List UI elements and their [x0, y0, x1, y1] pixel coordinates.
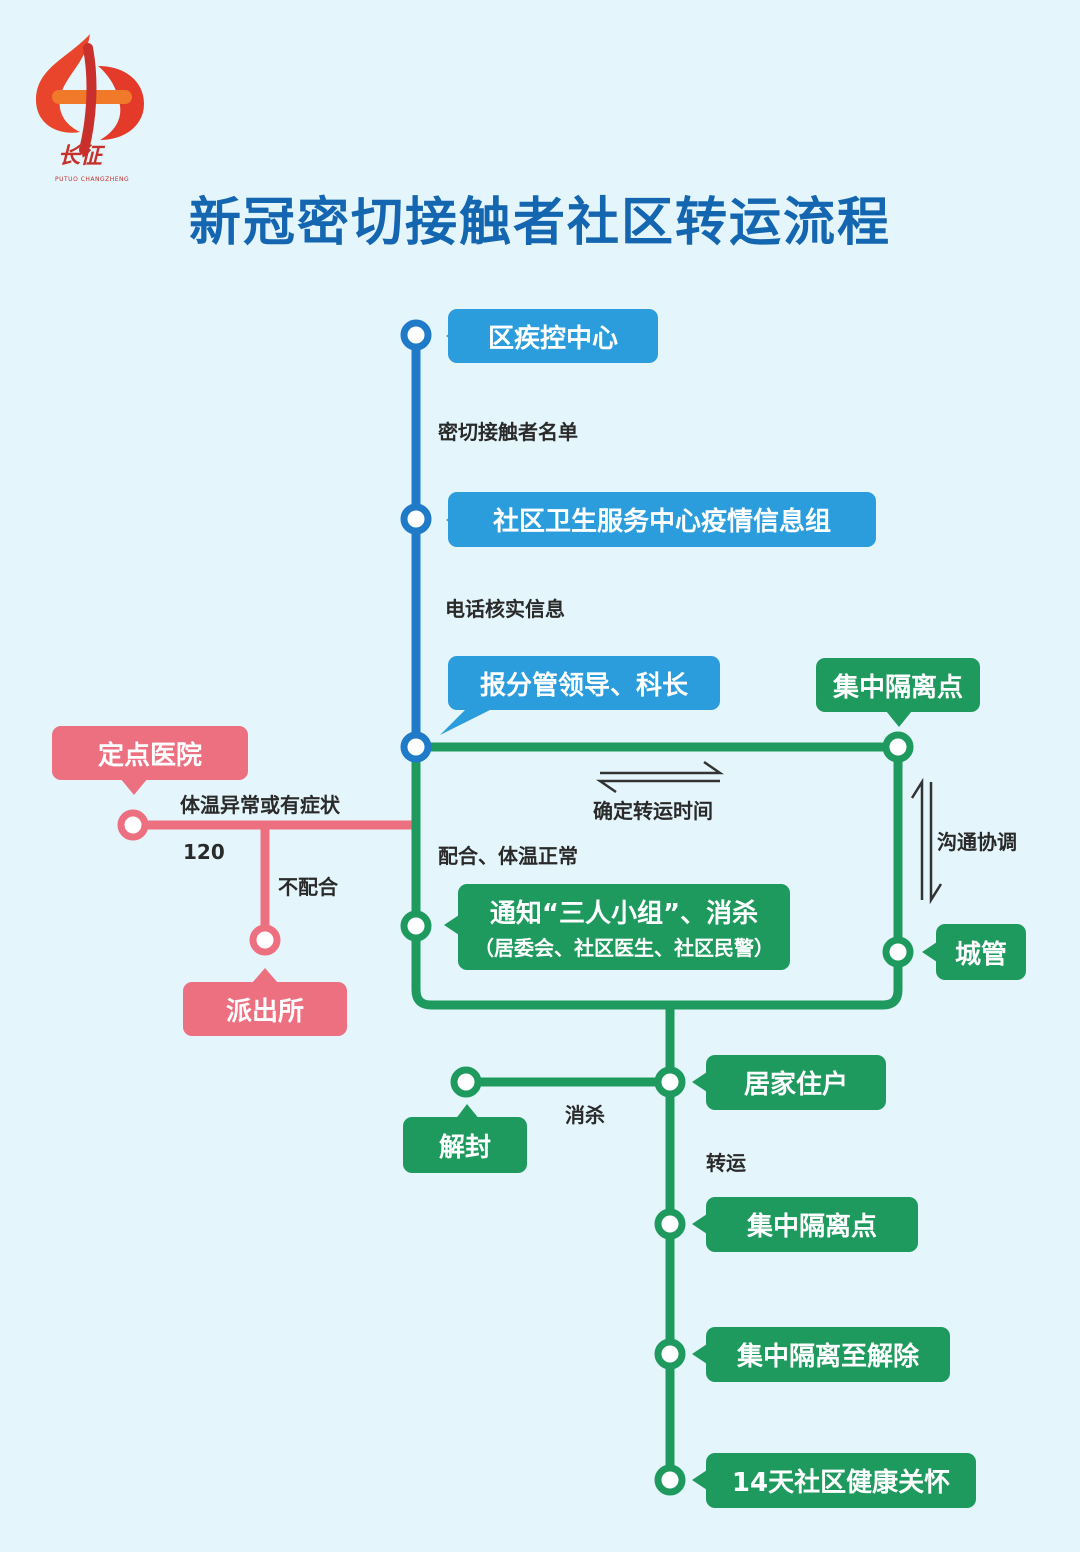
line-green-loop	[411, 747, 903, 1010]
node-quarantine: 集中隔离点	[706, 1197, 918, 1252]
logo-text: 长征	[58, 143, 103, 169]
notify-pointer	[444, 913, 462, 937]
node-quarantine-top: 集中隔离点	[816, 658, 980, 712]
node-community-info: 社区卫生服务中心疫情信息组	[448, 492, 876, 547]
node-cdc: 区疾控中心	[448, 309, 658, 363]
station-quarantine-top	[882, 731, 914, 763]
station-info	[400, 503, 432, 535]
station-quarantine	[654, 1208, 686, 1240]
label-refuse: 不配合	[278, 875, 338, 899]
arrow-right-icon	[600, 760, 725, 775]
hospital-pointer	[120, 778, 148, 795]
node-home: 居家住户	[706, 1055, 886, 1110]
arrow-up-icon	[910, 777, 924, 900]
report-pointer	[440, 705, 500, 735]
node-urban: 城管	[936, 924, 1026, 980]
station-release	[654, 1338, 686, 1370]
station-hospital	[117, 809, 149, 841]
node-hospital: 定点医院	[52, 726, 248, 780]
notify-main-text: 通知“三人小组”、消杀	[489, 899, 759, 929]
unseal-pointer	[455, 1104, 480, 1120]
changzheng-logo-icon	[36, 34, 144, 155]
urban-pointer	[922, 940, 940, 964]
home-pointer	[692, 1070, 710, 1094]
police-pointer	[252, 968, 278, 983]
node-care: 14天社区健康关怀	[706, 1453, 976, 1508]
station-police	[249, 924, 281, 956]
node-police: 派出所	[183, 982, 347, 1036]
care-pointer	[692, 1468, 710, 1492]
quarantine-top-pointer	[886, 711, 912, 727]
arrow-left-icon	[595, 779, 720, 794]
label-confirm-time: 确定转运时间	[593, 799, 713, 823]
node-unseal: 解封	[403, 1117, 527, 1173]
node-notify: 通知“三人小组”、消杀 （居委会、社区医生、社区民警）	[458, 884, 790, 970]
label-coordinate: 沟通协调	[937, 830, 1017, 854]
logo-subtext: PUTUO CHANGZHENG	[55, 176, 130, 183]
release-pointer	[692, 1342, 710, 1366]
station-care	[654, 1464, 686, 1496]
notify-sub-text: （居委会、社区医生、社区民警）	[474, 936, 774, 960]
station-urban	[882, 936, 914, 968]
station-cdc	[400, 319, 432, 351]
label-abnormal: 体温异常或有症状	[180, 793, 340, 817]
station-home	[654, 1066, 686, 1098]
label-phone: 电话核实信息	[445, 597, 565, 621]
label-transport: 转运	[706, 1151, 746, 1175]
quarantine-pointer	[692, 1212, 710, 1236]
label-list: 密切接触者名单	[438, 420, 578, 444]
label-disinfect: 消杀	[565, 1103, 605, 1127]
station-unseal	[450, 1066, 482, 1098]
label-cooperate: 配合、体温正常	[438, 844, 578, 868]
label-120: 120	[183, 840, 225, 864]
page-title: 新冠密切接触者社区转运流程	[188, 193, 891, 253]
node-report: 报分管领导、科长	[448, 656, 720, 710]
station-report	[400, 731, 432, 763]
station-notify	[400, 910, 432, 942]
node-release: 集中隔离至解除	[706, 1327, 950, 1382]
arrow-down-icon	[929, 782, 943, 905]
